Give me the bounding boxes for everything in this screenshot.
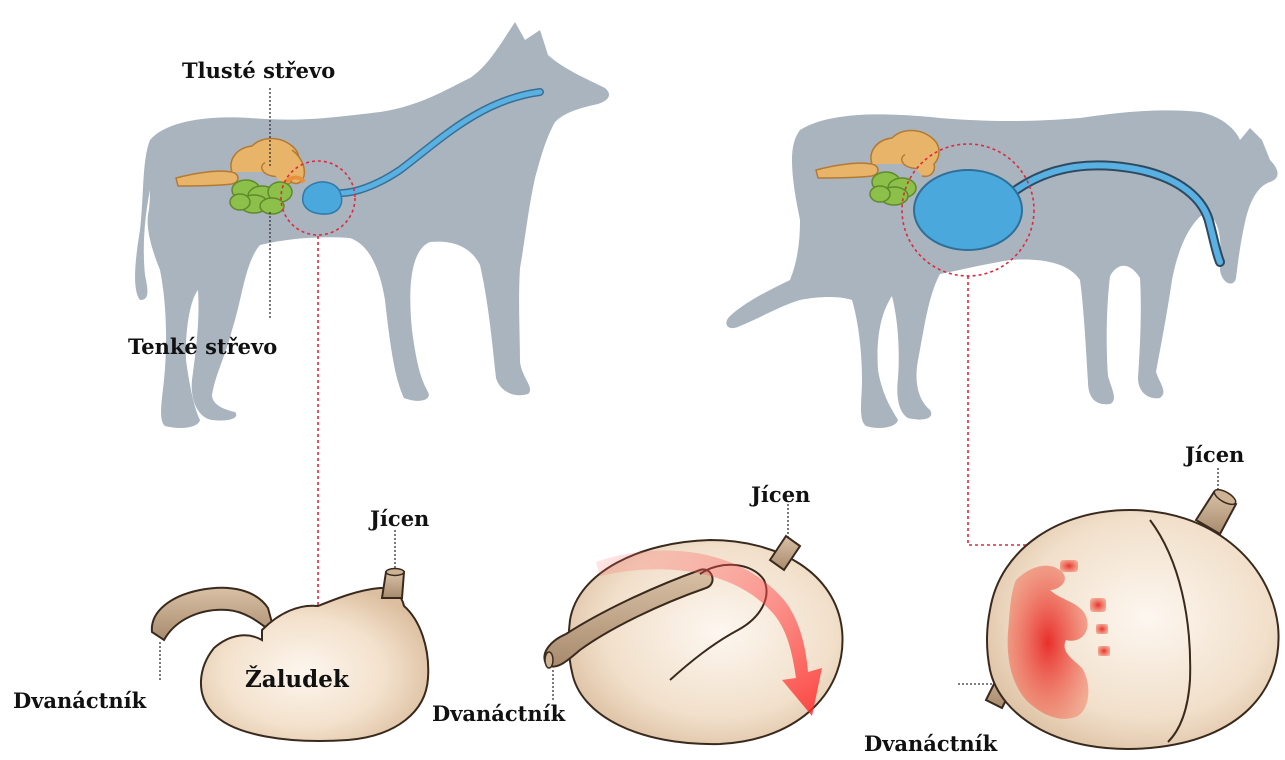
label-large-intestine: Tlusté střevo <box>182 60 335 81</box>
label-esophagus-1: Jícen <box>370 508 429 529</box>
dog-bloated <box>726 110 1277 545</box>
stomach-torsion-detail <box>544 504 842 744</box>
dog-silhouette-icon <box>726 110 1277 428</box>
label-esophagus-2: Jícen <box>751 484 810 505</box>
label-duodenum-3: Dvanáctník <box>864 733 997 754</box>
stomach-dilated-detail <box>958 468 1279 749</box>
label-duodenum-1: Dvanáctník <box>13 690 146 711</box>
stomach-normal <box>303 182 342 214</box>
label-stomach: Žaludek <box>245 668 349 691</box>
label-small-intestine: Tenké střevo <box>128 336 277 357</box>
label-esophagus-3: Jícen <box>1185 444 1244 465</box>
stomach-normal-detail <box>152 530 428 741</box>
leader-zoom-bloated <box>968 276 1070 545</box>
stomach-dilated <box>914 170 1022 250</box>
duodenum-tube <box>152 588 275 640</box>
label-duodenum-2: Dvanáctník <box>432 703 565 724</box>
